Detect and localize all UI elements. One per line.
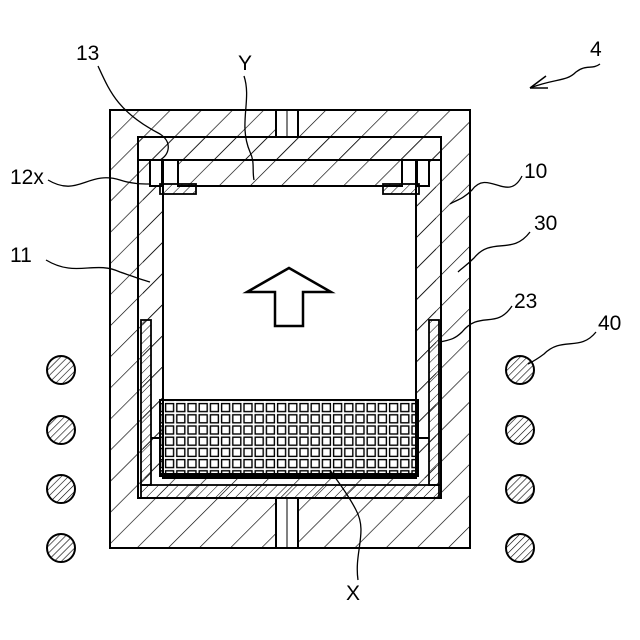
label-y: Y [238,52,252,75]
label-4: 4 [590,38,602,61]
label-40: 40 [598,312,621,335]
raw-material-x [151,400,429,476]
figure-arrow-icon [530,76,548,88]
label-10: 10 [524,160,547,183]
label-13: 13 [76,42,99,65]
label-30: 30 [534,212,557,235]
seed-crystal-y [178,160,402,186]
label-x: X [346,582,360,605]
label-23: 23 [514,290,537,313]
label-12x: 12x [10,166,44,189]
label-11: 11 [10,244,32,267]
